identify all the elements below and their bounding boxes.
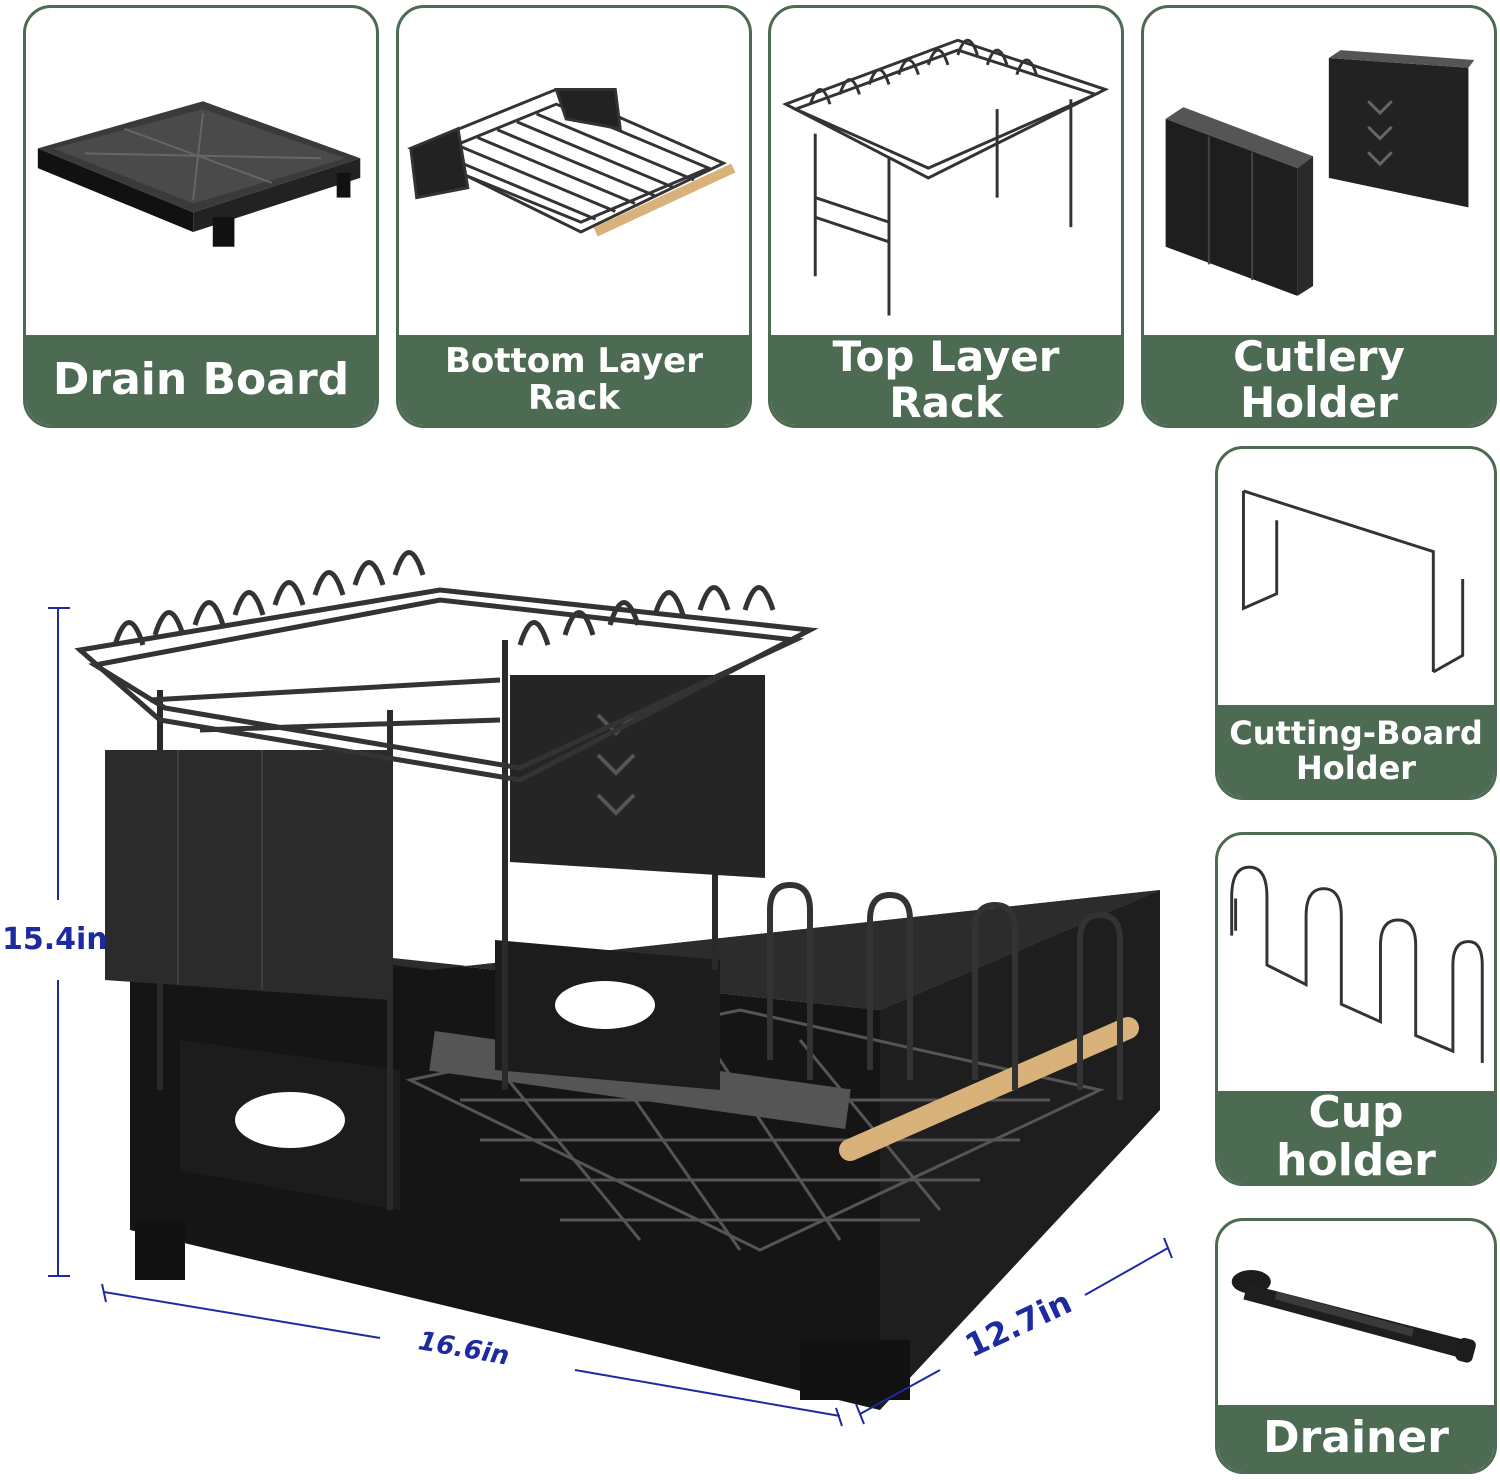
drainer-spout-icon	[1218, 1221, 1494, 1411]
height-dimension-label: 15.4in	[2, 922, 108, 957]
top-rack-icon	[771, 8, 1121, 338]
card-label: Top Layer Rack	[771, 333, 1121, 425]
dish-rack-illustration	[48, 550, 1173, 1427]
bottom-rack-icon	[399, 8, 749, 338]
dish-rack-assembly: 15.4in 16.6in 12.7in	[0, 450, 1200, 1476]
card-label: Cutlery Holder	[1144, 333, 1494, 425]
cutlery-holder-card: Cutlery Holder	[1141, 5, 1497, 428]
card-label: Cutting-Board Holder	[1218, 705, 1494, 797]
cup-holder-icon	[1218, 835, 1494, 1097]
card-label: Drain Board	[26, 335, 376, 425]
drainer-card: Drainer	[1215, 1218, 1497, 1474]
cup-holder-card: Cup holder	[1215, 832, 1497, 1186]
card-label: Bottom Layer Rack	[399, 335, 749, 425]
drain-board-icon	[26, 8, 376, 338]
card-label: Cup holder	[1218, 1088, 1494, 1183]
cutlery-holder-icon	[1144, 8, 1494, 338]
drain-board-card: Drain Board	[23, 5, 379, 428]
cutting-board-holder-icon	[1218, 449, 1494, 711]
card-label: Drainer	[1218, 1405, 1494, 1471]
bottom-layer-rack-card: Bottom Layer Rack	[396, 5, 752, 428]
cutting-board-holder-card: Cutting-Board Holder	[1215, 446, 1497, 800]
top-layer-rack-card: Top Layer Rack	[768, 5, 1124, 428]
